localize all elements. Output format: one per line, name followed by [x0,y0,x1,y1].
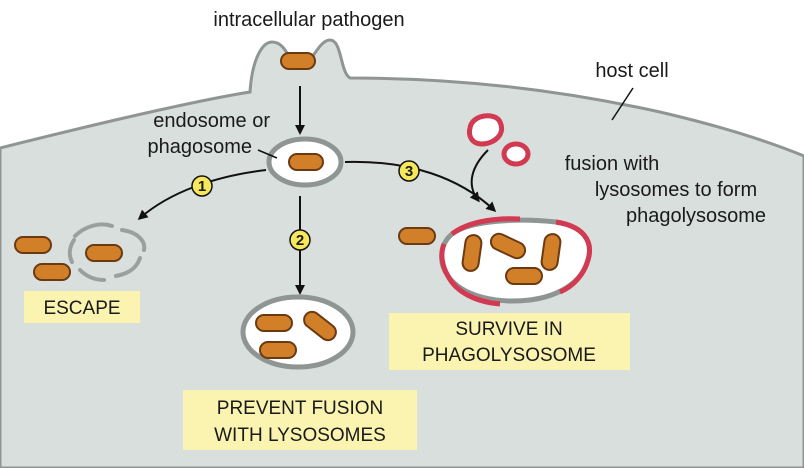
arrow-path-3 [344,160,497,213]
escape-label: ESCAPE [43,298,120,319]
phagolysosome-bacterium-1 [461,234,483,272]
step-number-3: 3 [405,163,413,180]
phagolysosome-lysosome-patch-1 [450,216,521,237]
vacuole-bacterium-3 [259,341,297,359]
survive-label-line2: PHAGOLYSOSOME [422,345,596,366]
endosome-label-line2: phagosome [147,136,252,158]
fusion-label-line1: fusion with [565,153,660,175]
escaped-bacterium-2 [85,244,123,262]
phagolysosome-bacterium-4 [505,267,543,285]
phagolysosome-bacterium-2 [489,232,527,260]
escaped-membrane-fragments [67,222,147,282]
step-badge-1 [191,175,213,197]
escaped-bacterium-3 [33,263,71,281]
lysosome-small [501,141,531,167]
step-badge-2 [289,229,311,251]
fusion-label-line2: lysosomes to form [595,179,757,201]
endosome-label-line1: endosome or [153,110,270,132]
survive-label-line1: SURVIVE IN [455,319,562,340]
arrow-lysosome-fusion [469,149,489,203]
free-bacterium [398,227,436,245]
escape-box [24,291,140,323]
vacuole-bacterium-2 [303,310,337,342]
endosome-bacterium [288,153,324,171]
host-cell-pointer [611,87,634,121]
endosome-pointer [257,149,278,159]
phagolysosome-lysosome-patch-2 [555,219,592,295]
step-badge-3 [398,160,420,182]
step-number-2: 2 [296,232,304,249]
survive-box [389,313,630,370]
phagolysosome-lysosome-patch-3 [439,243,501,307]
phagolysosome-bacterium-3 [540,233,562,271]
prevent-fusion-label-line2: WITH LYSOSOMES [214,425,386,446]
escaped-bacterium-1 [14,236,52,254]
host-cell-label: host cell [595,60,668,82]
prevent-fusion-label-line1: PREVENT FUSION [217,398,383,419]
fusion-label-line3: phagolysosome [626,205,766,227]
vacuole-bacterium-1 [255,314,293,332]
prevent-fusion-box [183,390,417,450]
lysosome-large [467,113,504,147]
pathogen-label: intracellular pathogen [213,9,404,31]
step-number-1: 1 [198,178,206,195]
incoming-bacterium [280,52,316,70]
